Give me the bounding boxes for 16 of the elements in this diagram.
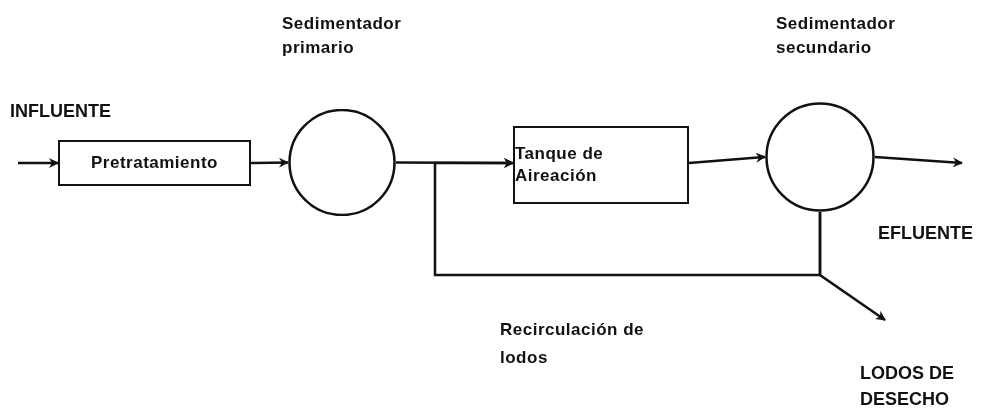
unit-caption: Sedimentador primario	[282, 13, 403, 59]
box-label: Pretratamiento	[91, 152, 218, 174]
tank-circle	[765, 102, 875, 212]
flow-label: LODOS DE DESECHO	[860, 362, 955, 411]
flow-arrow	[433, 158, 822, 277]
flow-arrow	[251, 157, 289, 168]
flow-label: EFLUENTE	[878, 222, 973, 245]
process-box	[58, 140, 251, 186]
flow-arrow	[874, 155, 963, 168]
process-box	[513, 126, 689, 204]
box-label: Tanque de Aireación	[515, 143, 605, 187]
flow-arrow	[818, 212, 886, 322]
flow-arrow	[18, 158, 59, 168]
flow-arrow	[688, 152, 766, 165]
flow-label: INFLUENTE	[10, 100, 111, 123]
unit-caption: Sedimentador secundario	[776, 13, 897, 59]
